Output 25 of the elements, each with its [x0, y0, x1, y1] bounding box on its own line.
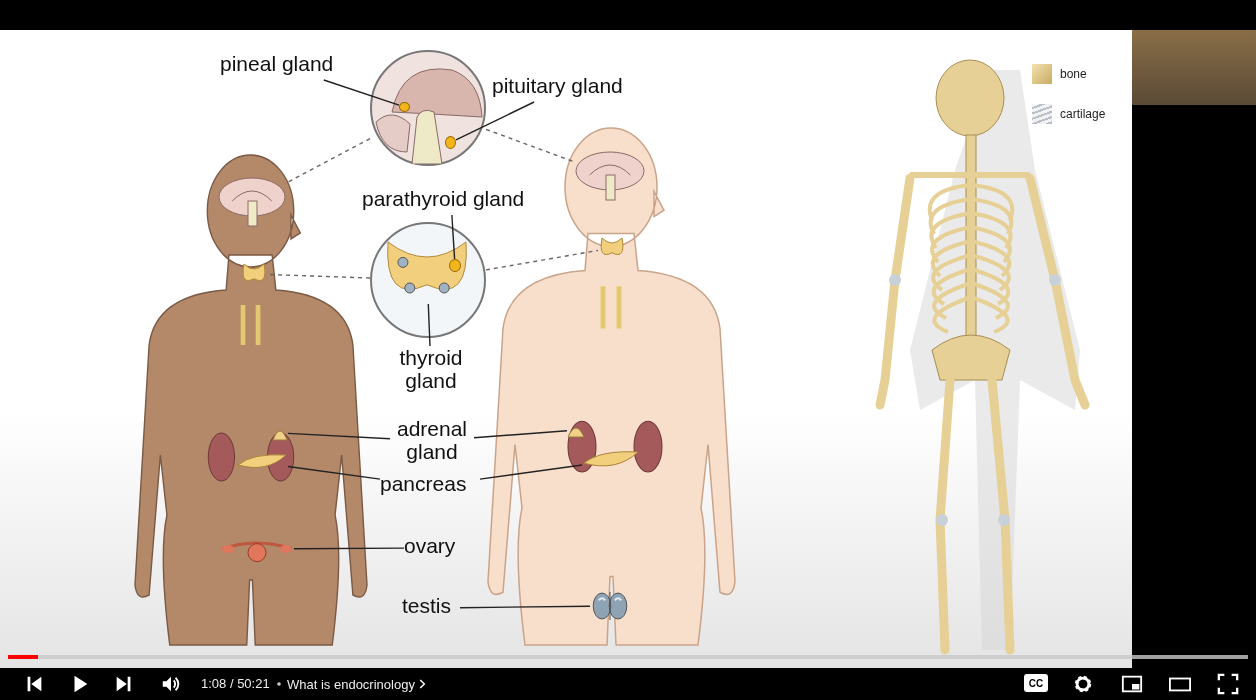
gland-label: thyroid gland	[394, 346, 468, 396]
pineal-gland-spot	[399, 102, 410, 112]
leader-line	[287, 465, 381, 480]
leader-line	[293, 547, 405, 550]
zoom-guide-line	[267, 273, 371, 279]
gland-label: adrenal gland	[390, 417, 474, 465]
gland-label: pineal gland	[220, 52, 344, 80]
brain-drawing	[576, 150, 644, 200]
gland-label: pituitary gland	[492, 74, 634, 102]
leader-line	[323, 79, 400, 106]
leader-line	[287, 432, 391, 440]
gland-label: parathyroid gland	[362, 187, 540, 215]
leader-line	[479, 464, 583, 480]
pituitary-gland-spot	[445, 136, 456, 149]
subtitles-button: CC	[1024, 674, 1048, 692]
gland-label: pancreas	[380, 472, 480, 500]
legend-label: bone	[1060, 67, 1087, 81]
gland-label: ovary	[404, 534, 464, 562]
time-display: 1:08 / 50:21	[201, 676, 270, 691]
leader-line	[427, 303, 431, 347]
leader-line	[459, 605, 591, 609]
brain-drawing	[219, 176, 285, 226]
legend-label: cartilage	[1060, 107, 1106, 121]
gland-label: testis	[402, 594, 460, 622]
chapter-link: What is endocrinology	[287, 670, 429, 698]
